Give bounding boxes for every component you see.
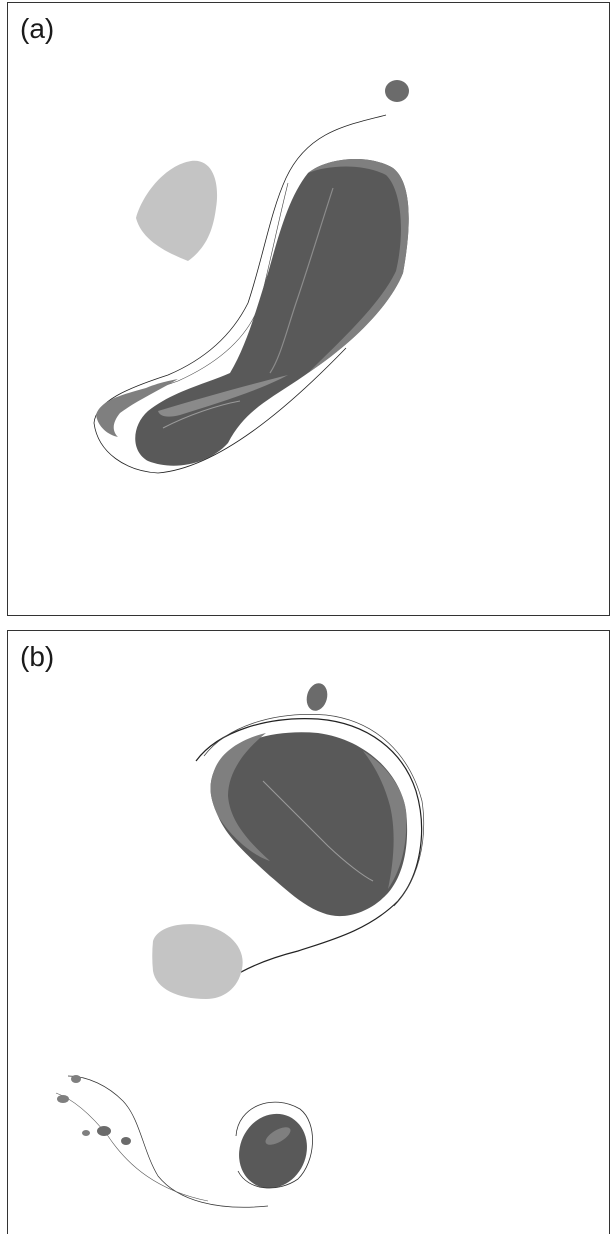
panel-a-label: (a) bbox=[20, 13, 54, 45]
debris-dot-1 bbox=[71, 1075, 81, 1083]
small-dark-blob bbox=[385, 80, 409, 102]
debris-filament bbox=[68, 1076, 268, 1207]
debris-dot-4 bbox=[121, 1137, 131, 1145]
panel-a: (a) bbox=[7, 2, 610, 616]
debris-dot-2 bbox=[57, 1095, 69, 1103]
small-dark-blob bbox=[304, 681, 331, 713]
debris-filament-2 bbox=[56, 1093, 208, 1201]
light-gray-blob bbox=[136, 161, 217, 261]
panel-b-label: (b) bbox=[20, 641, 54, 673]
panel-a-plot bbox=[8, 3, 610, 616]
debris-dot-3 bbox=[97, 1126, 111, 1136]
panel-b: (b) bbox=[7, 630, 610, 1234]
small-dark-vortex bbox=[227, 1103, 319, 1200]
debris-dot-5 bbox=[82, 1130, 90, 1136]
panel-b-plot bbox=[8, 631, 610, 1234]
light-gray-blob bbox=[152, 924, 242, 999]
